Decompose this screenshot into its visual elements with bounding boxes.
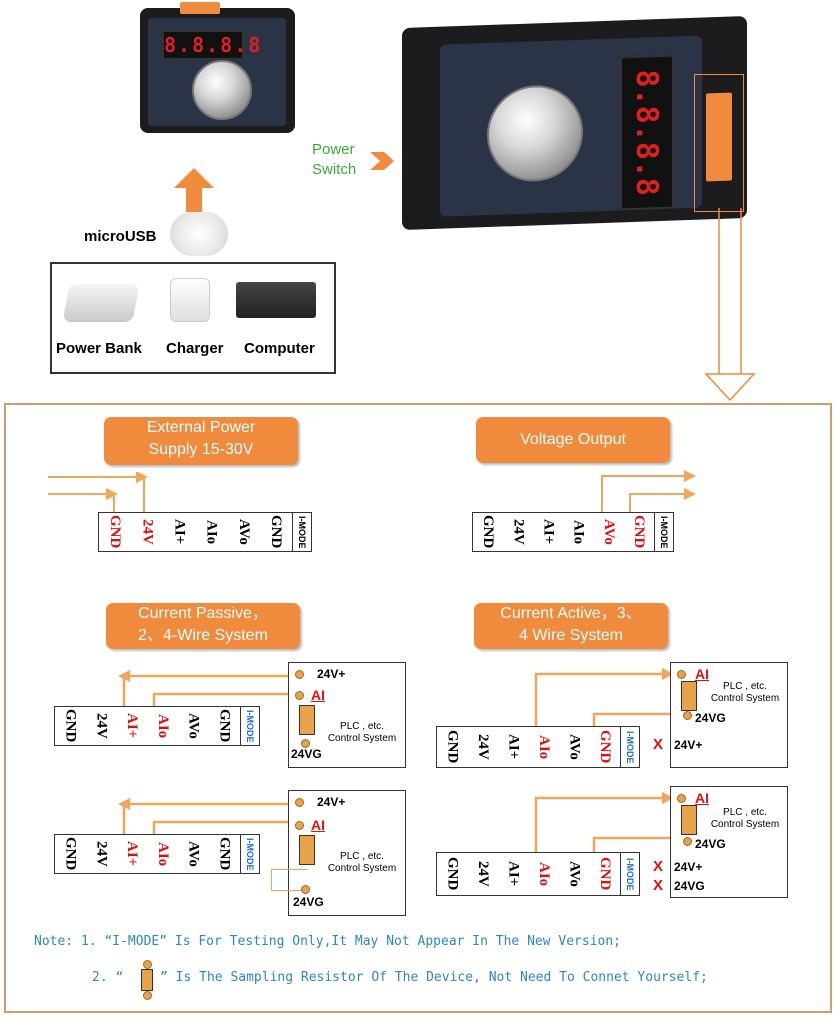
tag-external-power: External Power Supply 15-30V xyxy=(104,417,298,465)
power-switch-label: Power Switch xyxy=(312,141,357,178)
wire-external-power xyxy=(48,472,148,512)
terminal-strip-current-passive-1: GND 24V AI+ AIo AVo GND I-MODE xyxy=(54,706,260,746)
plc-box-active-2: AI PLC , etc. Control System 24VG xyxy=(670,786,788,898)
microusb-label: microUSB xyxy=(84,228,157,245)
tag-current-active: Current Active，3、 4 Wire System xyxy=(474,603,668,649)
terminal-strip-voltage-output: GND 24V AI+ AIo AVo GND I-MODE xyxy=(472,512,674,552)
plc-box-passive-2: 24V+ AI PLC , etc. Control System 24VG xyxy=(271,790,406,916)
display: 8.8.8.8 xyxy=(162,30,260,60)
resistor-icon xyxy=(681,681,697,711)
wire-current-active-1 xyxy=(534,668,678,728)
source-label-computer: Computer xyxy=(244,340,315,357)
terminal-gnd-2: GND xyxy=(630,515,647,549)
terminal-gnd-2: GND xyxy=(267,515,284,549)
knob xyxy=(192,60,252,120)
terminal-strip-current-passive-2: GND 24V AI+ AIo AVo GND I-MODE xyxy=(54,834,260,874)
wire-current-active-2 xyxy=(534,792,678,852)
terminal-24v: 24V xyxy=(139,519,156,545)
source-label-power-bank: Power Bank xyxy=(56,340,142,357)
terminal-gnd-1: GND xyxy=(480,515,497,549)
terminal-aio: AIo xyxy=(570,519,587,545)
terminal-mode: I-MODE xyxy=(654,513,673,551)
terminal-strip-current-active-1: GND 24V AI+ AIo AVo GND I-MODE xyxy=(436,726,640,768)
power-bank-image xyxy=(62,284,140,322)
resistor-icon xyxy=(681,805,697,835)
terminal-avo: AVo xyxy=(600,519,617,545)
terminal-highlight xyxy=(694,74,744,212)
arrow-up-icon xyxy=(174,168,214,212)
tag-voltage-output: Voltage Output xyxy=(476,417,670,463)
wire-voltage-output xyxy=(601,470,696,512)
terminal-ai-plus: AI+ xyxy=(540,519,557,545)
terminal-mode: I-MODE xyxy=(292,513,311,551)
resistor-icon xyxy=(299,705,315,735)
terminal-block xyxy=(180,2,220,14)
microusb-plug xyxy=(170,212,228,256)
charger-image xyxy=(170,278,210,322)
plc-box-passive-1: 24V+ AI PLC , etc. Control System 24VG xyxy=(288,662,406,768)
plc-box-active-1: AI PLC , etc. Control System 24VG xyxy=(670,662,788,768)
terminal-gnd-1: GND xyxy=(107,515,124,549)
display-large: 8.8.8.8 xyxy=(620,54,674,211)
terminal-strip-current-active-2: GND 24V AI+ AIo AVo GND I-MODE xyxy=(436,852,640,896)
terminal-ai-plus: AI+ xyxy=(171,519,188,545)
device-small: 8.8.8.8 xyxy=(140,2,295,133)
note-1: Note: 1. “I-MODE” Is For Testing Only,It… xyxy=(34,934,621,949)
arrow-down-icon xyxy=(704,208,756,402)
computer-image xyxy=(236,282,316,318)
terminal-avo: AVo xyxy=(235,519,252,545)
power-source-box: Power Bank Charger Computer xyxy=(50,262,336,374)
terminal-aio: AIo xyxy=(203,519,220,545)
source-label-charger: Charger xyxy=(166,340,224,357)
resistor-icon xyxy=(299,835,315,865)
resistor-icon xyxy=(140,960,154,1000)
note-2-suffix: ” Is The Sampling Resistor Of The Device… xyxy=(160,970,708,985)
note-2-prefix: 2. “ xyxy=(92,970,124,985)
terminal-strip-external-power: GND 24V AI+ AIo AVo GND I-MODE xyxy=(98,512,312,552)
terminal-24v: 24V xyxy=(510,519,527,545)
chevron-right-icon xyxy=(370,152,394,170)
tag-current-passive: Current Passive， 2、4-Wire System xyxy=(106,603,300,649)
